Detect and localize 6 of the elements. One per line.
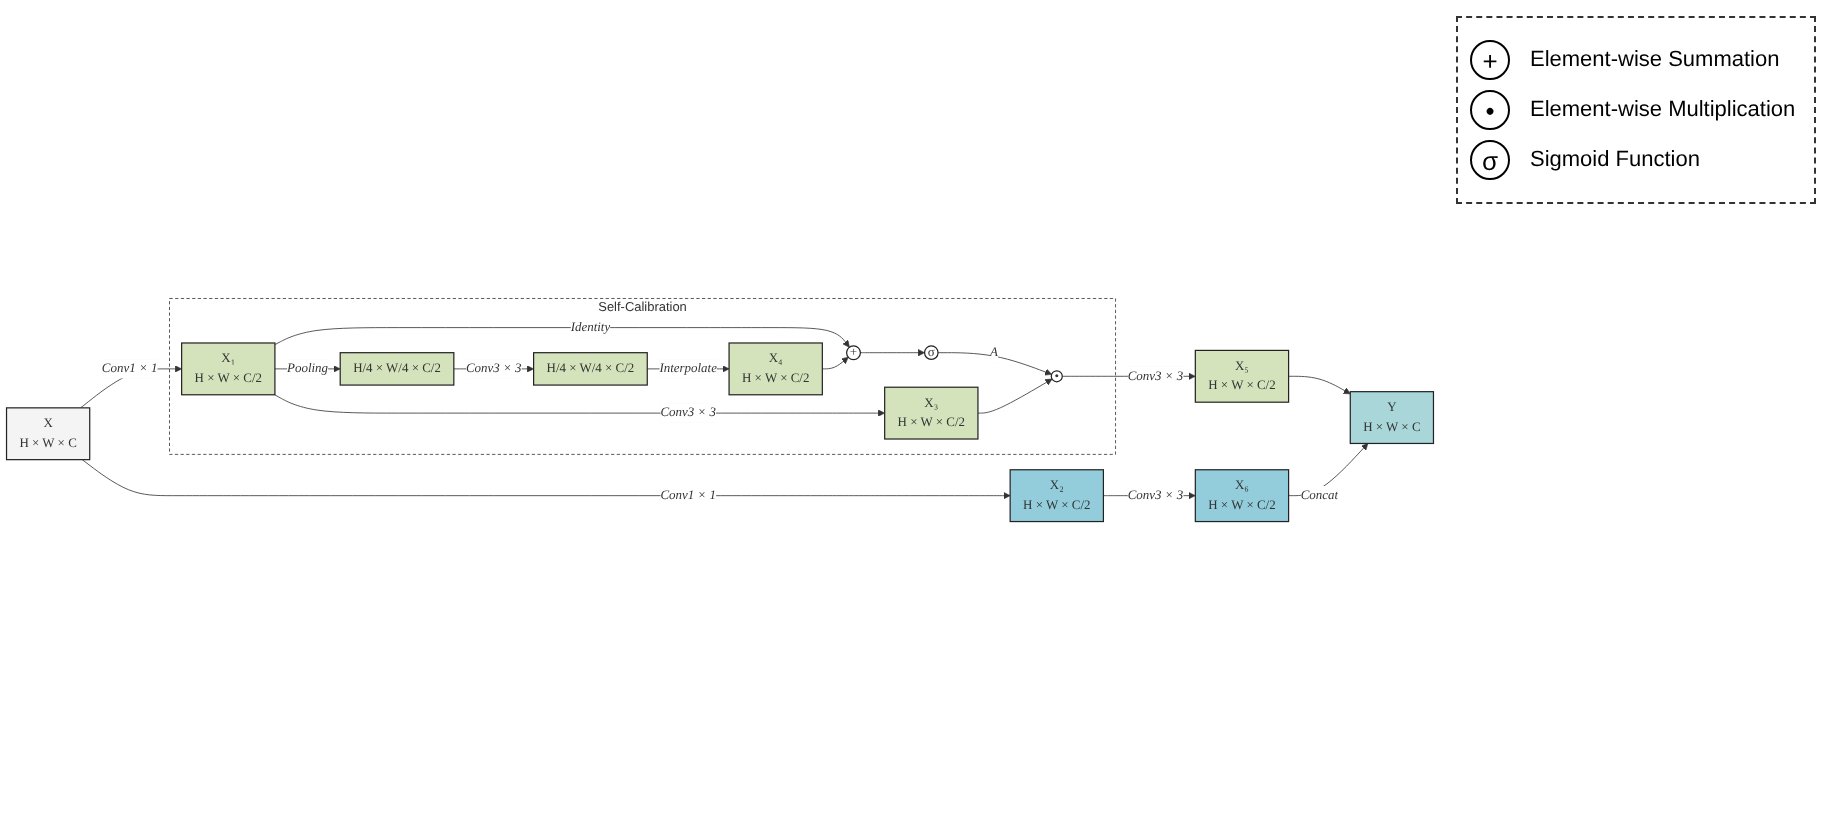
legend-text: Sigmoid Function (1530, 148, 1700, 172)
legend-symbol: + (1470, 40, 1510, 80)
legend-symbol: • (1470, 90, 1510, 130)
legend-text: Element-wise Summation (1530, 48, 1780, 72)
legend-symbol: σ (1470, 140, 1510, 180)
legend-text: Element-wise Multiplication (1530, 98, 1796, 122)
